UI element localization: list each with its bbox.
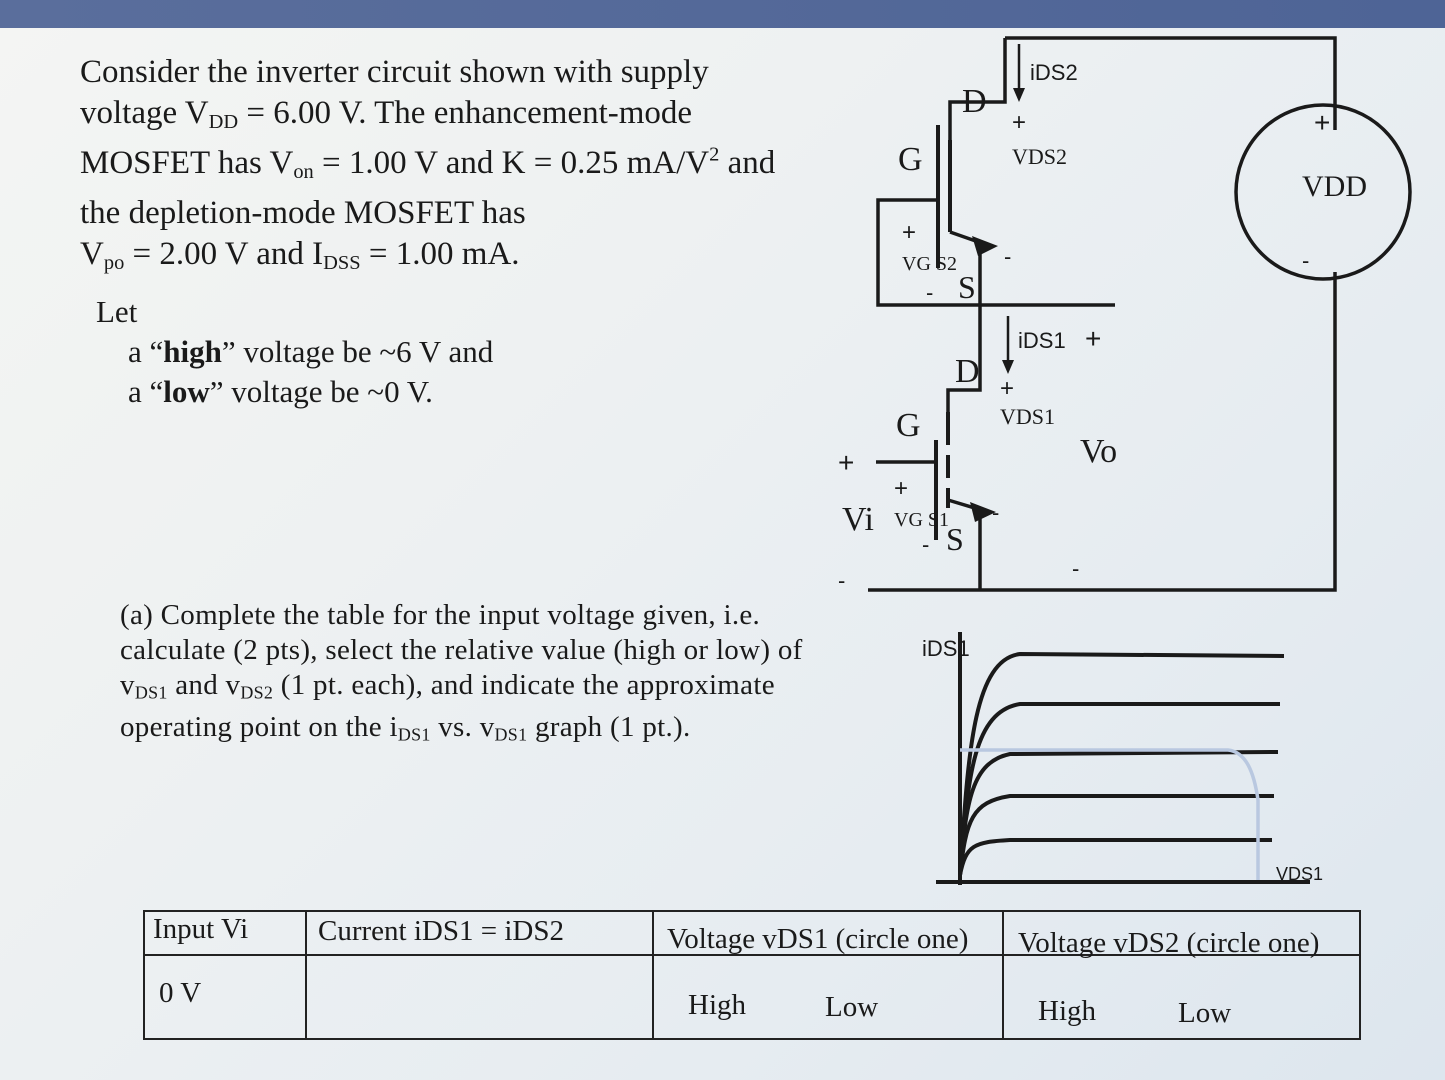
svg-text:-: - (992, 500, 999, 525)
vo-label: Vo (1080, 433, 1117, 470)
iv-graph: iDS1 VDS1 (922, 632, 1323, 885)
top-bar (0, 0, 1445, 28)
let-definitions: Let a “high” voltage be ~6 V and a “low”… (96, 292, 493, 412)
vds1-label: VDS1 (1000, 404, 1055, 429)
ids1-label: iDS1 (1018, 328, 1066, 353)
header-vds2: Voltage vDS2 (circle one) (1018, 927, 1320, 959)
vgs2-label: VG S2 (902, 253, 957, 275)
high-definition: a “high” voltage be ~6 V and (128, 334, 494, 369)
vgs1-label: VG S1 (894, 509, 949, 531)
iv-curve-3 (958, 750, 1279, 876)
header-vds1: Voltage vDS1 (circle one) (667, 923, 969, 955)
svg-text:-: - (838, 568, 845, 593)
svg-text:-: - (922, 532, 929, 557)
svg-text:+: + (1000, 375, 1014, 402)
svg-text:+: + (1012, 109, 1026, 136)
low-definition: a “low” voltage be ~0 V. (128, 374, 433, 409)
svg-text:-: - (1302, 248, 1309, 273)
vdd-label: VDD (1302, 170, 1367, 203)
graph-x-label: VDS1 (1276, 864, 1323, 884)
bottom-wire (868, 272, 1337, 592)
answer-table: Input Vi Current iDS1 = iDS2 Voltage vDS… (143, 905, 1363, 1045)
m2-source-label: S (958, 269, 976, 305)
svg-text:+: + (838, 447, 854, 478)
header-input: Input Vi (153, 913, 249, 945)
input-value: 0 V (159, 977, 202, 1009)
vdd-source-circle (1234, 103, 1412, 281)
top-wire (1005, 36, 1337, 130)
vds2-low-option[interactable]: Low (1178, 997, 1232, 1029)
svg-text:-: - (926, 280, 933, 305)
svg-text:+: + (1314, 107, 1330, 138)
vds1-low-option[interactable]: Low (825, 991, 879, 1023)
question-a: (a) Complete the table for the input vol… (120, 599, 803, 745)
header-current: Current iDS1 = iDS2 (318, 915, 564, 947)
m1-drain-wire (946, 308, 982, 420)
m1-gate-label: G (896, 407, 921, 444)
vds2-high-option[interactable]: High (1038, 995, 1096, 1027)
svg-text:-: - (1004, 244, 1011, 269)
problem-statement: Consider the inverter circuit shown with… (80, 54, 776, 275)
iv-curve-2 (958, 702, 1280, 876)
m2-gate-label: G (898, 141, 923, 178)
svg-text:+: + (894, 475, 908, 502)
m2-gate-loop (876, 198, 1115, 307)
vi-label: Vi (842, 501, 874, 538)
load-line-overlay (960, 748, 1260, 880)
m2-drain-label: D (962, 83, 987, 120)
let-heading: Let (96, 294, 138, 329)
graph-y-label: iDS1 (922, 636, 970, 661)
svg-text:-: - (1072, 556, 1079, 581)
m1-source-label: S (946, 521, 964, 557)
ids2-label: iDS2 (1030, 60, 1078, 85)
m2-drain-wire (948, 38, 1007, 140)
iv-curve-5 (958, 838, 1272, 876)
vds1-high-option[interactable]: High (688, 989, 746, 1021)
m1-drain-label: D (955, 353, 980, 390)
svg-text:+: + (1085, 323, 1101, 354)
iv-curve-4 (958, 794, 1274, 876)
vds2-label: VDS2 (1012, 144, 1067, 169)
svg-text:+: + (902, 219, 916, 246)
